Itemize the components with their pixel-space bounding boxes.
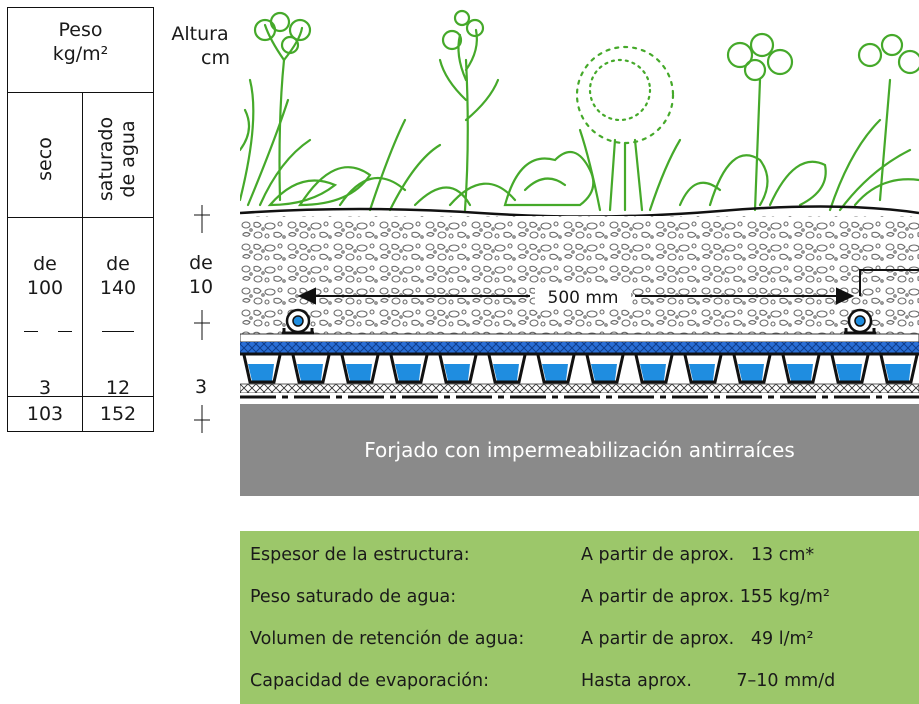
- height-header-unit: cm: [201, 47, 230, 69]
- water-reservoir: [444, 364, 470, 381]
- vegetation-layer: [240, 9, 919, 212]
- row1-dry: de 100: [8, 252, 82, 300]
- row1-wet: de 140: [83, 252, 153, 300]
- col-wet-label-line1: saturado: [95, 116, 117, 202]
- drainage-cups: [240, 352, 919, 384]
- slab-label: Forjado con impermeabilización antirraíc…: [364, 438, 795, 462]
- total-wet: 152: [99, 403, 137, 425]
- total-dry: 103: [26, 403, 64, 425]
- water-reservoir: [542, 364, 568, 381]
- irrigation-pipe-right: [844, 308, 876, 335]
- concrete-slab: [240, 404, 919, 496]
- row1-wet-value: 140: [99, 277, 137, 299]
- water-reservoir: [836, 364, 862, 381]
- drainage-cup: [585, 354, 625, 384]
- water-reservoir: [885, 364, 911, 381]
- height-header-title: Altura: [171, 23, 229, 45]
- drainage-cup: [732, 354, 772, 384]
- height-ticks: [194, 205, 210, 433]
- spec-row-retention: Volumen de retención de agua: A partir d…: [240, 621, 919, 657]
- height-header: Altura cm: [162, 22, 238, 70]
- drainage-cup: [830, 354, 870, 384]
- water-reservoir: [591, 364, 617, 381]
- water-reservoir: [395, 364, 421, 381]
- height-layer1-value: 10: [188, 276, 214, 298]
- weight-header-title: Peso: [58, 19, 103, 41]
- spec-value: Hasta aprox. 7–10 mm/d: [581, 671, 836, 691]
- drainage-cup: [242, 354, 282, 384]
- water-reservoir: [493, 364, 519, 381]
- col-wet-label: saturado de agua: [95, 114, 139, 204]
- water-reservoir: [787, 364, 813, 381]
- row2-wet: 12: [105, 377, 131, 399]
- drainage-cup: [536, 354, 576, 384]
- water-reservoir: [640, 364, 666, 381]
- spec-row-weight: Peso saturado de agua: A partir de aprox…: [240, 579, 919, 615]
- drainage-cup: [389, 354, 429, 384]
- drainage-cup: [438, 354, 478, 384]
- spec-label: Capacidad de evaporación:: [250, 671, 489, 691]
- drainage-cup: [340, 354, 380, 384]
- row1-wet-prefix: de: [106, 253, 130, 275]
- green-roof-diagram: [240, 9, 919, 496]
- drainage-cup: [879, 354, 919, 384]
- height-layer1-prefix: de: [189, 252, 213, 274]
- weight-header: Peso kg/m²: [8, 18, 153, 66]
- weight-table: Peso kg/m² seco saturado de agua de 100 …: [7, 7, 154, 432]
- spec-value: A partir de aprox. 13 cm*: [581, 545, 815, 565]
- water-reservoir: [738, 364, 764, 381]
- drainage-cup: [634, 354, 674, 384]
- drainage-cup: [781, 354, 821, 384]
- height-layer2: 3: [194, 376, 208, 398]
- spec-label: Volumen de retención de agua:: [250, 629, 525, 649]
- water-reservoir: [346, 364, 372, 381]
- col-wet-label-line2: de agua: [117, 120, 139, 198]
- irrigation-pipe-left: [282, 308, 314, 335]
- row1-dry-value: 100: [26, 277, 64, 299]
- dimension-label: 500 mm: [547, 288, 619, 308]
- dimension-arrow: [297, 269, 919, 305]
- row2-dry: 3: [38, 377, 52, 399]
- spec-label: Espesor de la estructura:: [250, 545, 470, 565]
- spec-value: A partir de aprox. 155 kg/m²: [581, 587, 830, 607]
- water-reservoir: [689, 364, 715, 381]
- water-reservoir: [248, 364, 274, 381]
- water-reservoir: [297, 364, 323, 381]
- spec-label: Peso saturado de agua:: [250, 587, 457, 607]
- row1-dry-prefix: de: [33, 253, 57, 275]
- drainage-cup: [291, 354, 331, 384]
- col-dry-label: seco: [34, 137, 56, 181]
- drainage-cup: [683, 354, 723, 384]
- drainage-cup: [487, 354, 527, 384]
- height-layer1: de 10: [180, 251, 222, 299]
- spec-row-thickness: Espesor de la estructura: A partir de ap…: [240, 537, 919, 573]
- weight-header-unit: kg/m²: [52, 43, 109, 65]
- specs-panel: Espesor de la estructura: A partir de ap…: [240, 531, 919, 704]
- spec-value: A partir de aprox. 49 l/m²: [581, 629, 814, 649]
- spec-row-evaporation: Capacidad de evaporación: Hasta aprox. 7…: [240, 663, 919, 699]
